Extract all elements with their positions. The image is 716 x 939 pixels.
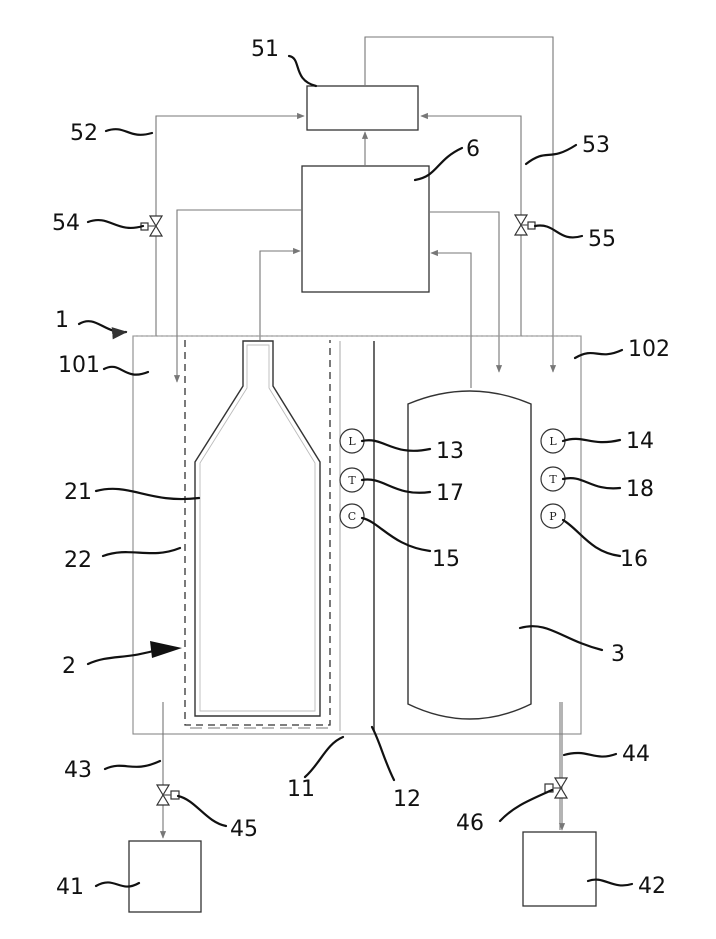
label-21: 21 <box>64 480 92 505</box>
leader-42 <box>588 880 632 886</box>
container-41 <box>129 841 201 912</box>
label-17: 17 <box>436 481 464 506</box>
leader-101 <box>104 367 148 375</box>
unit-box-6 <box>302 166 429 292</box>
leader-44 <box>564 753 616 757</box>
label-54: 54 <box>52 211 80 236</box>
leader-1 <box>79 321 126 332</box>
bottle-21-inner <box>200 345 315 711</box>
svg-text:L: L <box>348 435 356 448</box>
leader-52 <box>106 129 152 135</box>
leader-17 <box>362 479 430 492</box>
leader-21 <box>96 489 199 499</box>
label-12: 12 <box>393 787 421 812</box>
sensor-16: P <box>541 504 565 528</box>
label-44: 44 <box>622 742 650 767</box>
line-52 <box>156 116 304 336</box>
leader-45 <box>178 796 226 826</box>
tank-3 <box>408 391 531 719</box>
label-53: 53 <box>582 133 610 158</box>
svg-text:P: P <box>549 510 557 523</box>
label-101: 101 <box>58 353 100 378</box>
leader-6 <box>415 148 462 180</box>
sensor-15: C <box>340 504 364 528</box>
leader-53 <box>526 145 576 164</box>
label-16: 16 <box>620 547 648 572</box>
label-55: 55 <box>588 227 616 252</box>
leader-102 <box>575 350 622 358</box>
bottle-21 <box>195 341 320 716</box>
svg-text:T: T <box>348 474 356 487</box>
leader-55 <box>535 225 582 237</box>
sensor-17: T <box>340 468 364 492</box>
leader-41 <box>96 882 139 886</box>
valve-45 <box>157 785 179 805</box>
label-2: 2 <box>62 654 76 679</box>
pipe-51-top-loop <box>365 37 553 372</box>
leader-46 <box>500 790 552 821</box>
label-22: 22 <box>64 548 92 573</box>
pipe-21-to-6 <box>260 251 300 340</box>
container-42 <box>523 832 596 906</box>
label-1: 1 <box>55 308 69 333</box>
label-51: 51 <box>251 37 279 62</box>
label-46: 46 <box>456 811 484 836</box>
pipe-3-to-6 <box>431 253 471 388</box>
arrowhead-2 <box>150 641 182 658</box>
pipe-6-right-out <box>429 212 499 372</box>
label-42: 42 <box>638 874 666 899</box>
label-45: 45 <box>230 817 258 842</box>
label-11: 11 <box>287 777 315 802</box>
controller-box-51 <box>307 86 418 130</box>
label-18: 18 <box>626 477 654 502</box>
label-43: 43 <box>64 758 92 783</box>
sensor-18: T <box>541 467 565 491</box>
basket-22 <box>185 340 330 725</box>
leader-13 <box>362 440 430 451</box>
leader-43 <box>105 761 160 769</box>
leader-3 <box>520 626 602 650</box>
label-13: 13 <box>436 439 464 464</box>
valve-54 <box>141 216 162 236</box>
pipe-6-left-out <box>177 210 302 382</box>
leader-16 <box>563 520 620 556</box>
leader-18 <box>563 478 620 488</box>
leader-22 <box>103 548 180 556</box>
leader-12 <box>372 727 394 780</box>
label-52: 52 <box>70 121 98 146</box>
sensor-14: L <box>541 429 565 453</box>
label-3: 3 <box>611 642 625 667</box>
leader-51 <box>289 56 316 86</box>
leader-15 <box>362 518 430 551</box>
svg-text:T: T <box>549 473 557 486</box>
leader-14 <box>563 439 620 442</box>
valve-46 <box>545 778 567 798</box>
label-102: 102 <box>628 337 670 362</box>
valve-55 <box>515 215 535 235</box>
svg-text:C: C <box>348 510 356 523</box>
leader-2 <box>88 649 160 664</box>
label-41: 41 <box>56 875 84 900</box>
svg-text:L: L <box>549 435 557 448</box>
leader-54 <box>88 220 143 228</box>
sensor-13: L <box>340 429 364 453</box>
label-14: 14 <box>626 429 654 454</box>
leader-11 <box>305 737 343 777</box>
label-6: 6 <box>466 137 480 162</box>
label-15: 15 <box>432 547 460 572</box>
